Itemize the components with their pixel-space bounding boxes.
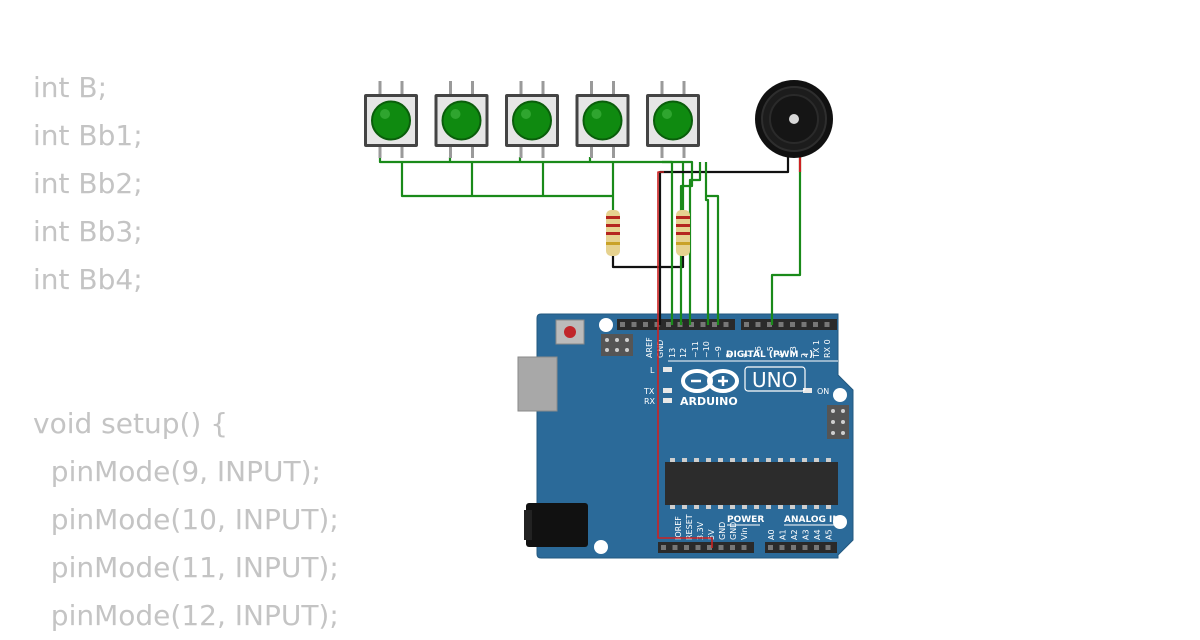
code-line: int Bb3; <box>33 215 143 248</box>
led-on-label: ON <box>817 387 829 396</box>
code-line: pinMode(9, INPUT); <box>33 455 321 488</box>
led-tx-label: TX <box>643 387 655 396</box>
pushbutton[interactable] <box>575 81 630 158</box>
digital-pin-label: TX 1 <box>812 340 821 359</box>
brand-label: ARDUINO <box>680 395 738 408</box>
code-line: int Bb2; <box>33 167 143 200</box>
wire-buzzer-pin5 <box>770 157 802 325</box>
digital-pin-label: 13 <box>668 348 677 358</box>
led-on <box>803 388 812 393</box>
usb-connector <box>517 356 558 412</box>
code-line: pinMode(11, INPUT); <box>33 551 339 584</box>
power-pin-label: RESET <box>685 514 694 540</box>
power-pin-label: GND <box>729 522 738 540</box>
code-line: int B; <box>33 71 108 104</box>
resistor[interactable] <box>606 210 620 256</box>
led-l-label: L <box>650 366 655 375</box>
digital-pin-label: 4 <box>777 353 786 358</box>
wire-buzzer-gnd <box>658 157 790 325</box>
analog-pin-label: A4 <box>813 529 822 540</box>
resistor[interactable] <box>676 210 690 256</box>
digital-pin-label: ~11 <box>691 341 700 358</box>
power-pin-label: 3.3V <box>696 521 705 540</box>
wire-button-pin9 <box>706 194 720 325</box>
power-header <box>658 542 837 553</box>
mounting-hole <box>599 318 613 332</box>
digital-header-label: DIGITAL (PWM ~) <box>726 350 813 360</box>
arduino-logo <box>681 369 739 393</box>
digital-pin-label: GND <box>656 340 665 358</box>
analog-pin-label: A1 <box>779 529 788 540</box>
pushbutton[interactable] <box>505 81 559 158</box>
digital-pin-label: ~5 <box>766 346 775 358</box>
power-pin-label: 5V <box>707 529 716 540</box>
digital-pin-label: ~10 <box>702 341 711 358</box>
digital-header <box>617 319 837 330</box>
power-pin-label: Vin <box>740 527 749 540</box>
pushbutton[interactable] <box>364 81 418 158</box>
wire-button-pin13 <box>378 157 674 325</box>
power-jack <box>526 503 588 547</box>
digital-pin-label: ~3 <box>789 346 798 358</box>
led-rx-label: RX <box>644 397 656 406</box>
mounting-hole <box>594 540 608 554</box>
icsp-header <box>601 334 633 356</box>
code-line: int Bb4; <box>33 263 143 296</box>
wires <box>378 157 802 548</box>
led-rx <box>663 398 672 403</box>
piezo-buzzer[interactable] <box>755 80 833 158</box>
wire-5v <box>657 171 713 548</box>
analog-pin-label: A3 <box>802 529 811 540</box>
analog-pin-label: A5 <box>825 529 834 540</box>
wire-button-pin11 <box>688 162 702 325</box>
digital-pin-label: 8 <box>725 353 734 358</box>
digital-pin-label: AREF <box>645 337 654 358</box>
analog-pin-label: A2 <box>790 529 799 540</box>
wire-ground-bus <box>400 163 613 198</box>
wire-button-pin10 <box>704 162 710 325</box>
mounting-hole <box>833 388 847 402</box>
code-line: int Bb1; <box>33 119 143 152</box>
digital-pin-label: 7 <box>743 353 752 358</box>
microcontroller-chip <box>665 458 838 509</box>
model-label: UNO <box>752 368 797 392</box>
analog-label: ANALOG IN <box>784 515 840 525</box>
power-pin-label: IOREF <box>674 516 683 540</box>
power-pin-label: GND <box>718 522 727 540</box>
code-line: pinMode(12, INPUT); <box>33 599 339 632</box>
led-l <box>663 367 672 372</box>
digital-pin-label: ~6 <box>754 346 763 358</box>
pushbutton[interactable] <box>646 81 700 158</box>
wire-resistor-gnd <box>611 256 660 269</box>
power-label: POWER <box>727 515 764 525</box>
icsp-header <box>827 405 849 439</box>
analog-pin-label: A0 <box>767 529 776 540</box>
code-line: pinMode(10, INPUT); <box>33 503 339 536</box>
led-tx <box>663 388 672 393</box>
digital-pin-label: 2 <box>800 353 809 358</box>
code-editor-background: int B; int Bb1; int Bb2; int Bb3; int Bb4; vo… <box>33 64 339 640</box>
pushbutton[interactable] <box>434 81 489 158</box>
digital-pin-label: ~9 <box>714 346 723 358</box>
digital-pin-label: RX 0 <box>823 339 832 358</box>
digital-pin-label: 12 <box>679 348 688 358</box>
code-line: void setup() { <box>33 407 229 440</box>
